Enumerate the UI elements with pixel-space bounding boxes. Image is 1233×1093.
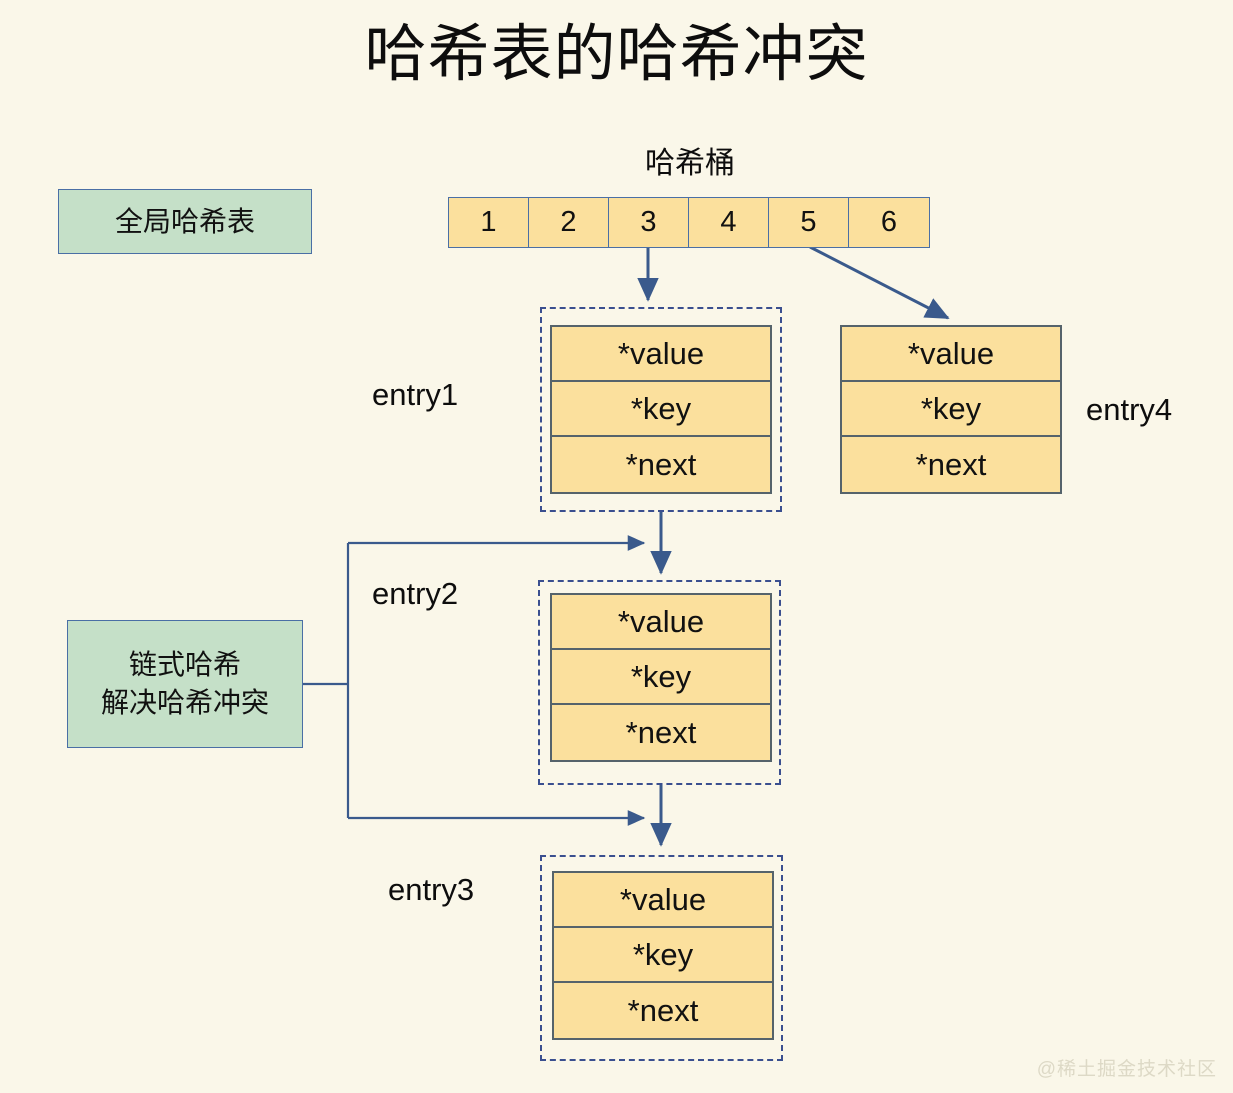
watermark: @稀土掘金技术社区	[1036, 1059, 1217, 1080]
bucket-cell-4[interactable]: 4	[689, 198, 769, 247]
entry1-field-value: *value	[552, 327, 770, 382]
entry4-label: entry4	[1086, 392, 1173, 427]
entry3-label: entry3	[388, 872, 475, 907]
callout-global-hash-table[interactable]: 全局哈希表	[58, 189, 312, 254]
callout-chain-line-1: 链式哈希	[128, 649, 241, 680]
callout-chain-line-2: 解决哈希冲突	[100, 687, 269, 718]
entry2-field-next: *next	[552, 705, 770, 760]
arrow-bucket5-to-entry4	[809, 245, 950, 320]
entry3-field-key: *key	[554, 928, 772, 983]
bucket-cell-1[interactable]: 1	[449, 198, 529, 247]
entry3-field-value: *value	[554, 873, 772, 928]
bucket-cell-2[interactable]: 2	[529, 198, 609, 247]
entry4-field-next: *next	[842, 437, 1060, 492]
entry3-field-next: *next	[554, 983, 772, 1038]
callout-chain-stem	[303, 543, 350, 818]
entry4-field-value: *value	[842, 327, 1060, 382]
callout-chained-hash[interactable]: 链式哈希 解决哈希冲突	[67, 620, 303, 748]
entry2-node[interactable]: *value *key *next	[550, 593, 772, 762]
hash-bucket-array: 1 2 3 4 5 6	[448, 197, 930, 248]
bucket-cell-5[interactable]: 5	[769, 198, 849, 247]
bucket-cell-6[interactable]: 6	[849, 198, 929, 247]
entry2-group	[538, 580, 781, 785]
page-title: 哈希表的哈希冲突	[364, 20, 869, 89]
hash-bucket-label: 哈希桶	[645, 147, 735, 180]
entry4-node[interactable]: *value *key *next	[840, 325, 1062, 494]
entry2-field-key: *key	[552, 650, 770, 705]
entry2-label: entry2	[372, 576, 459, 611]
entry3-group	[540, 855, 783, 1061]
entry1-node[interactable]: *value *key *next	[550, 325, 772, 494]
entry4-field-key: *key	[842, 382, 1060, 437]
entry1-label: entry1	[372, 377, 459, 412]
entry1-field-next: *next	[552, 437, 770, 492]
entry1-group	[540, 307, 782, 512]
entry2-field-value: *value	[552, 595, 770, 650]
entry1-field-key: *key	[552, 382, 770, 437]
callout-global-line-1: 全局哈希表	[114, 205, 255, 237]
bucket-cell-3[interactable]: 3	[609, 198, 689, 247]
entry3-node[interactable]: *value *key *next	[552, 871, 774, 1040]
